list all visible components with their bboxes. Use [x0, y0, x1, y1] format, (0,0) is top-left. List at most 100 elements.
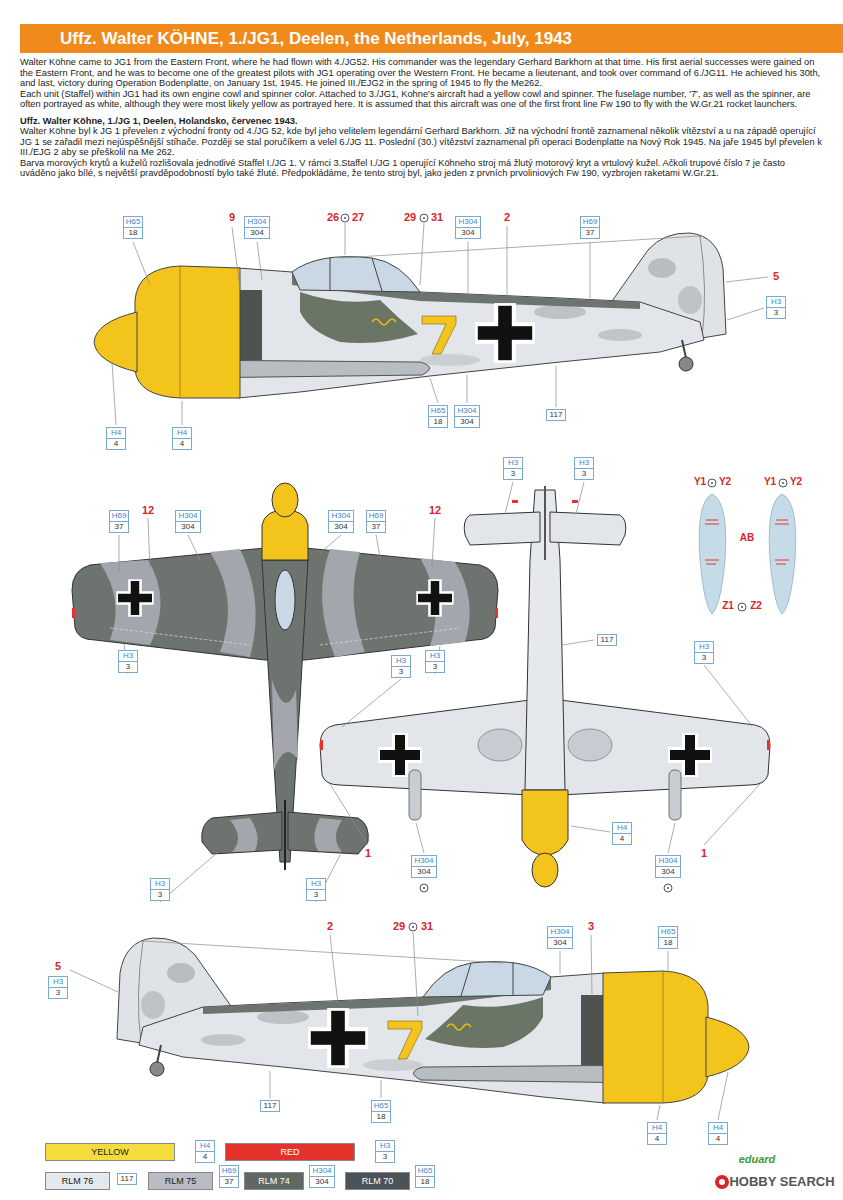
callout-number: 1	[701, 847, 707, 860]
paint-code: H4	[107, 428, 125, 439]
paint-callout: H6518	[371, 1100, 392, 1123]
paint-code: H3	[307, 879, 325, 890]
legend-text: YELLOW	[91, 1147, 129, 1157]
paint-code: H65	[416, 1166, 435, 1177]
paint-code: H69	[220, 1166, 239, 1177]
paint-callout: H6518	[428, 405, 449, 428]
callout-number: 5	[55, 960, 61, 973]
paint-callout: 117	[260, 1100, 280, 1112]
paint-number: 18	[124, 228, 143, 238]
paint-number: 37	[220, 1177, 239, 1187]
description-text: Walter Köhne came to JG1 from the Easter…	[20, 57, 823, 179]
paint-code: H304	[456, 217, 479, 228]
paint-callout: H6518	[123, 216, 144, 239]
callout-number: 3	[588, 920, 594, 933]
paint-number: 37	[110, 522, 129, 532]
paint-code: H304	[329, 511, 352, 522]
paint-number: 18	[372, 1112, 391, 1122]
paint-code: H4	[196, 1141, 214, 1152]
paint-code: H3	[49, 977, 67, 988]
paint-callout: H44	[612, 822, 632, 845]
callout-number: 1	[365, 847, 371, 860]
paint-callout: H304304	[547, 926, 572, 949]
watermark: eduard	[739, 1153, 776, 1166]
paint-callout: H304304	[655, 855, 680, 878]
paint-number: 304	[455, 417, 478, 427]
paint-code: H3	[392, 656, 410, 667]
paint-number: 4	[173, 439, 191, 449]
description-paragraph: Walter Köhne came to JG1 from the Easter…	[20, 57, 823, 89]
sheet-title: Uffz. Walter KÖHNE, 1./JG1, Deelen, the …	[60, 28, 572, 49]
paint-number: 117	[547, 410, 565, 420]
paint-callout: H304304	[455, 216, 480, 239]
paint-callout: H33	[425, 650, 445, 673]
paint-callout: H304304	[244, 216, 269, 239]
legend-text: RLM 74	[258, 1176, 290, 1186]
paint-code: H304	[548, 927, 571, 938]
paint-number: 117	[118, 1174, 136, 1184]
callout-number: 31	[431, 211, 443, 224]
paint-number: 3	[49, 988, 67, 998]
paint-callout: H304304	[454, 405, 479, 428]
paint-number: 304	[329, 522, 352, 532]
paint-code: H304	[656, 856, 679, 867]
stencil-label: Y1	[764, 476, 776, 488]
paint-number: 3	[504, 469, 522, 479]
paint-callout: 117	[546, 409, 566, 421]
paint-number: 3	[151, 890, 169, 900]
paint-callout: H6937	[219, 1165, 240, 1188]
paint-callout: H33	[48, 976, 68, 999]
paint-code: H304	[412, 856, 435, 867]
watermark: HOBBY SEARCH	[729, 1174, 834, 1189]
paint-code: H3	[767, 297, 785, 308]
paint-callout: H304304	[411, 855, 436, 878]
paint-code: H65	[372, 1101, 391, 1112]
paint-code: H3	[119, 651, 137, 662]
paint-code: H3	[426, 651, 444, 662]
paint-callout: H33	[118, 650, 138, 673]
paint-code: H69	[110, 511, 129, 522]
paint-callout: 117	[597, 634, 617, 646]
callout-number: 2	[504, 211, 510, 224]
paint-callout: H33	[766, 296, 786, 319]
stencil-label: Y1	[694, 476, 706, 488]
callout-number: 26	[327, 211, 339, 224]
paint-code: H3	[504, 458, 522, 469]
callout-number: 9	[229, 211, 235, 224]
paint-number: 117	[261, 1101, 279, 1111]
legend-text: RLM 76	[62, 1176, 94, 1186]
paint-callout: H44	[172, 427, 192, 450]
paint-callout: H33	[694, 641, 714, 664]
paint-callout: H33	[503, 457, 523, 480]
paint-code: H69	[581, 217, 600, 228]
description-paragraph: Barva morových krytů a kuželů rozlišoval…	[20, 158, 823, 179]
paint-number: 18	[429, 417, 448, 427]
color-swatch: RLM 75	[148, 1172, 213, 1190]
paint-number: 4	[648, 1134, 666, 1144]
description-paragraph: Walter Köhne byl k JG 1 převelen z výcho…	[20, 126, 823, 158]
paint-number: 304	[412, 867, 435, 877]
paint-code: H4	[173, 428, 191, 439]
paint-code: H3	[376, 1141, 394, 1152]
callout-number: 5	[773, 270, 779, 283]
paint-code: H65	[659, 927, 678, 938]
paint-code: H4	[648, 1123, 666, 1134]
paint-number: 4	[107, 439, 125, 449]
paint-number: 304	[456, 228, 479, 238]
description-heading: Uffz. Walter Köhne, 1./JG 1, Deelen, Hol…	[20, 116, 823, 127]
paint-number: 3	[307, 890, 325, 900]
paint-code: H65	[124, 217, 143, 228]
color-swatch: RLM 76	[45, 1172, 110, 1190]
paint-number: 304	[245, 228, 268, 238]
paint-callout: H33	[150, 878, 170, 901]
paint-number: 3	[119, 662, 137, 672]
paint-code: H3	[575, 458, 593, 469]
paint-number: 3	[767, 308, 785, 318]
paint-callout: 117	[117, 1173, 137, 1185]
paint-callout: H33	[306, 878, 326, 901]
callout-number: 29	[404, 211, 416, 224]
color-swatch: RLM 70	[345, 1172, 410, 1190]
paint-callout: H44	[647, 1122, 667, 1145]
paint-code: H304	[310, 1166, 333, 1177]
